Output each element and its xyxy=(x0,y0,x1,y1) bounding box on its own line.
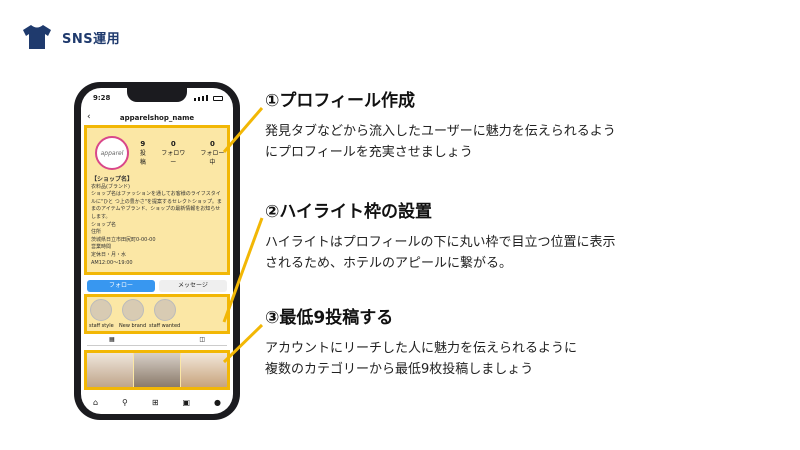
post-grid xyxy=(87,353,227,387)
back-arrow-icon[interactable]: ‹ xyxy=(87,112,91,122)
story-highlight-label: staff wanted xyxy=(149,323,181,329)
profile-username: apparelshop_name xyxy=(119,114,195,122)
bio-line: 営業時間 xyxy=(91,244,112,251)
stat-posts-num: 9 xyxy=(140,140,146,148)
post-thumbnail[interactable] xyxy=(134,353,180,387)
bio-line: ショップ名 xyxy=(91,221,117,228)
profile-tabs: ▦ ◫ xyxy=(87,336,227,346)
brand-label: SNS運用 xyxy=(62,31,121,47)
brand-header: SNS運用 xyxy=(22,24,120,50)
stat-posts[interactable]: 9 投稿 xyxy=(137,140,149,166)
grid-tab-icon[interactable]: ▦ xyxy=(109,336,115,343)
section-posts: ③最低9投稿する アカウントにリーチした人に魅力を伝えられるように 複数のカテゴ… xyxy=(265,303,577,380)
signal-battery-icon xyxy=(194,95,223,101)
profile-highlight-box: apparel 9 投稿 0 フォロワー 0 フォロー中 【ショップ名】 衣料品(ブラ… xyxy=(84,125,230,275)
post-thumbnail[interactable] xyxy=(181,353,227,387)
status-bar: 9:28 xyxy=(81,94,233,106)
add-post-icon[interactable]: ⊞ xyxy=(151,397,159,407)
stat-followers[interactable]: 0 フォロワー xyxy=(159,140,188,166)
phone-screen: 9:28 ‹ apparelshop_name apparel 9 投稿 0 フォロ… xyxy=(81,88,233,414)
phone-mockup: 9:28 ‹ apparelshop_name apparel 9 投稿 0 フォロ… xyxy=(74,82,240,420)
story-highlight-item[interactable]: staff wanted xyxy=(149,299,180,329)
story-highlights-box: staff style New brand staff wanted xyxy=(84,294,230,334)
message-button[interactable]: メッセージ xyxy=(159,280,227,292)
profile-icon[interactable]: ● xyxy=(213,397,221,407)
phone-notch xyxy=(127,88,187,102)
tshirt-icon xyxy=(23,25,51,49)
status-time: 9:28 xyxy=(93,94,111,102)
bio-line: AM12:00〜19:00 xyxy=(91,259,133,266)
section-line: アカウントにリーチした人に魅力を伝えられるように xyxy=(265,341,578,356)
section-highlights: ②ハイライト枠の設置 ハイライトはプロフィールの下に丸い枠で目立つ位置に表示 さ… xyxy=(265,197,615,274)
story-highlight-label: New brand xyxy=(119,323,147,329)
bio-shop-name: 【ショップ名】 xyxy=(91,176,134,183)
section-line: 発見タブなどから流入したユーザーに魅力を伝えられるよう xyxy=(265,124,616,139)
section-line: 複数のカテゴリーから最低9枚投稿しましょう xyxy=(265,362,534,377)
stat-following-label: フォロー中 xyxy=(200,150,225,166)
bio-line: ルに"ひと つ上の豊かさ"を提案するセレクトショップ。ま xyxy=(91,198,222,205)
post-grid-highlight-box xyxy=(84,350,230,390)
bio-line: 住所 xyxy=(91,229,102,236)
stat-following-num: 0 xyxy=(209,140,215,148)
profile-actions: フォロー メッセージ xyxy=(87,280,227,292)
bio-line: 茨城県日立市田尻町0-00-00 xyxy=(91,236,156,243)
follow-button[interactable]: フォロー xyxy=(87,280,155,292)
reels-icon[interactable]: ▣ xyxy=(182,397,191,407)
section-line: にプロフィールを充実させましょう xyxy=(265,145,473,160)
story-highlight-item[interactable]: staff style xyxy=(89,299,114,329)
bio-line: ショップ名はファッションを通してお客様のライフスタイ xyxy=(91,191,221,198)
post-thumbnail[interactable] xyxy=(87,353,133,387)
bottom-navbar: ⌂ ⚲ ⊞ ▣ ● xyxy=(81,394,233,410)
story-highlight-item[interactable]: New brand xyxy=(119,299,146,329)
avatar[interactable]: apparel xyxy=(95,136,129,170)
profile-stats: 9 投稿 0 フォロワー 0 フォロー中 xyxy=(137,140,227,166)
search-icon[interactable]: ⚲ xyxy=(122,397,128,407)
avatar-logo: apparel xyxy=(100,149,124,157)
story-highlight-label: staff style xyxy=(89,323,114,329)
section-title: ①プロフィール作成 xyxy=(265,91,416,111)
home-icon[interactable]: ⌂ xyxy=(92,397,99,407)
stat-following[interactable]: 0 フォロー中 xyxy=(198,140,227,166)
section-profile: ①プロフィール作成 発見タブなどから流入したユーザーに魅力を伝えられるよう にプ… xyxy=(265,86,616,163)
stat-followers-num: 0 xyxy=(170,140,176,148)
bio-line: まのアイテムやブランド、ショップの最新情報をお知らせ xyxy=(91,206,221,213)
section-title: ②ハイライト枠の設置 xyxy=(265,202,433,222)
bio-line: 定休日・月・水 xyxy=(91,251,127,258)
tagged-tab-icon[interactable]: ◫ xyxy=(199,336,205,343)
profile-bio: 【ショップ名】 衣料品(ブランド) ショップ名はファッションを通してお客様のライ… xyxy=(91,176,225,267)
section-line: ハイライトはプロフィールの下に丸い枠で目立つ位置に表示 xyxy=(265,235,616,250)
section-line: されるため、ホテルのアピールに繋がる。 xyxy=(265,256,513,271)
bio-line: します。 xyxy=(91,213,111,220)
section-title: ③最低9投稿する xyxy=(265,308,394,328)
stat-followers-label: フォロワー xyxy=(161,150,186,166)
bio-category: 衣料品(ブランド) xyxy=(91,183,130,190)
stat-posts-label: 投稿 xyxy=(139,150,146,166)
